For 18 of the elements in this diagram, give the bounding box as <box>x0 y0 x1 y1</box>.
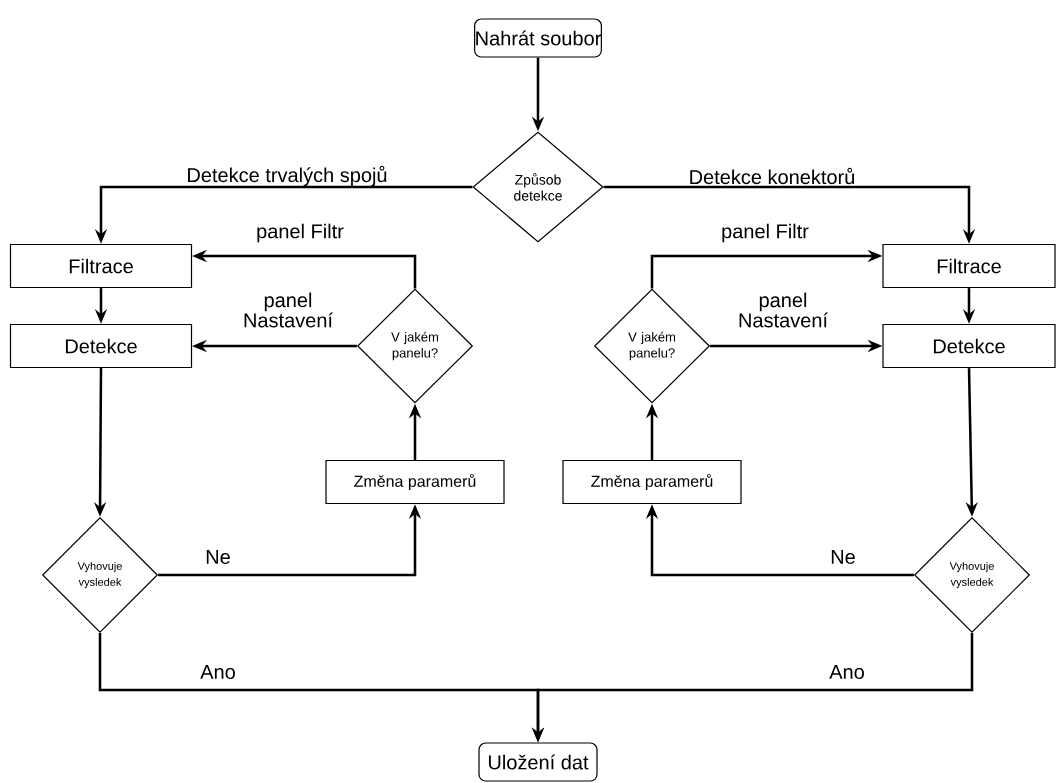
edge-label: panel Filtr <box>257 223 344 243</box>
edge-label: Detekce trvalých spojů <box>188 165 387 187</box>
process-box: Detekce <box>9 323 193 369</box>
edge-label: panel Nastavení <box>244 292 333 328</box>
process-box: Změna paramerů <box>562 459 742 505</box>
terminal-box: Nahrát soubor <box>474 18 602 58</box>
process-box: Změna paramerů <box>325 459 505 505</box>
process-box: Detekce <box>882 323 1056 369</box>
terminal-box: Uložení dat <box>478 742 598 782</box>
edge-label: panel Nastavení <box>739 292 828 328</box>
edge-label: Ne <box>831 550 855 564</box>
process-box: Filtrace <box>9 243 193 289</box>
edge-label: Ne <box>206 550 230 564</box>
edge-label: Ano <box>829 665 864 679</box>
edge-label: panel Filtr <box>722 223 809 243</box>
edge-label: Detekce konektorů <box>690 167 854 185</box>
process-box: Filtrace <box>882 243 1056 289</box>
edge-label: Ano <box>200 665 235 679</box>
